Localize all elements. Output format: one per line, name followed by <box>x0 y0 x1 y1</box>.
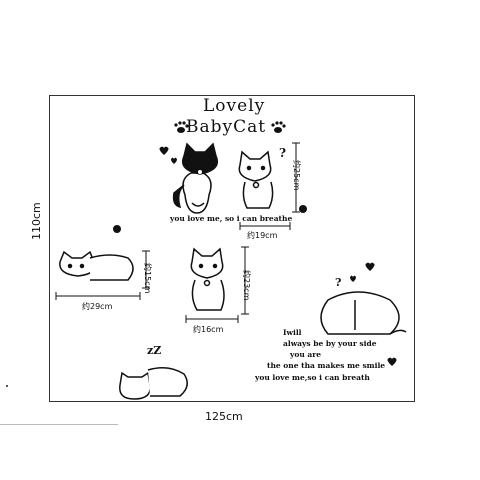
measure-lines-left <box>55 250 150 300</box>
poem-line-5: you love me,so i can breath <box>255 373 370 382</box>
measure-middle-cat-width: 约16cm <box>193 325 224 334</box>
measure-lines-top <box>239 142 300 230</box>
paw-left-icon <box>174 121 189 133</box>
question-mark-right: ? <box>335 276 342 289</box>
heart-icon <box>350 275 356 282</box>
white-cat-top-icon <box>238 150 274 209</box>
poem-line-4: the one tha makes me smile <box>267 361 386 370</box>
title-line-1: Lovely <box>203 96 266 116</box>
measure-left-cat-width: 约29cm <box>82 302 113 311</box>
black-cat-icon <box>172 142 218 214</box>
paw-right-icon <box>271 121 286 133</box>
heart-icon <box>171 157 177 164</box>
lying-cat-right-icon <box>320 291 407 335</box>
speck <box>6 385 8 387</box>
wall-frame <box>49 95 415 402</box>
sleeping-cat-icon <box>119 367 188 400</box>
caption-top: you love me, so i can breathe <box>170 214 293 223</box>
divider <box>0 424 118 425</box>
lying-cat-icon <box>59 250 134 281</box>
title-line-2: BabyCat <box>186 117 267 137</box>
width-dimension: 125cm <box>205 410 243 423</box>
sleep-zz: zZ <box>147 344 162 357</box>
sitting-cat-icon <box>190 247 225 311</box>
heart-icon <box>365 262 375 271</box>
measure-lines-middle <box>185 246 249 323</box>
ladybug-icon <box>113 205 307 233</box>
question-mark-top: ? <box>279 146 287 160</box>
poem-line-3: you are <box>290 350 322 359</box>
heart-icon <box>387 357 397 366</box>
poem-line-2: always be by your side <box>283 339 377 348</box>
measure-top-cat-width: 约19cm <box>247 231 278 240</box>
poem-line-1: Iwill <box>283 328 302 337</box>
heart-icon <box>159 146 169 155</box>
